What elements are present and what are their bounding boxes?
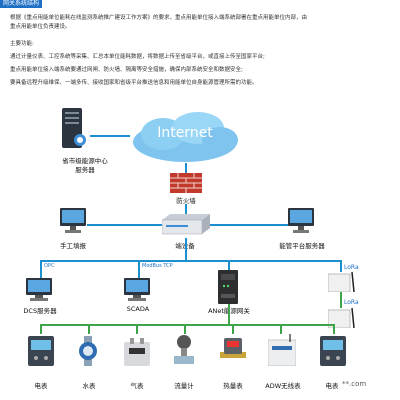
distribution-bus [40, 260, 340, 262]
meter-label-electric-2: 电表 [325, 382, 339, 390]
anet-meter-link [228, 304, 230, 324]
firewall-endpoint-link [185, 204, 187, 214]
anet-gateway-icon [218, 270, 238, 304]
server-label-1: 省市级能源中心 [62, 157, 108, 165]
internet-label: Internet [157, 125, 213, 141]
drop-4 [184, 324, 186, 334]
intro-line-1: 根据《重点用能单位能耗在线监测系统推广建设工作方案》的要求，重点用能单位接入端系… [10, 15, 308, 21]
drop-5 [232, 324, 234, 334]
dcs-label: DCS服务器 [23, 307, 57, 315]
manual-entry-pc-icon [60, 208, 86, 234]
function-line-2: 重点用能单位接入端系统要通过网闸、防火墙、隔离等安全措施，确保内部系统安全和数据… [10, 67, 243, 73]
bus-lora-link [340, 260, 342, 272]
endpoint-bus-link [185, 238, 187, 260]
water-meter-icon [78, 336, 98, 366]
meter-label-gas: 气表 [130, 382, 144, 390]
drop-2 [88, 324, 90, 334]
modbus-label: ModBus TCP [142, 263, 173, 269]
function-line-1: 通过计量仪表、工控系统等采集、汇总本单位能耗数据，将数据上传至省级平台，或直接上… [10, 54, 265, 60]
bus-dcs-link [40, 260, 42, 280]
scada-label: SCADA [126, 305, 150, 313]
platform-server-pc-icon [288, 208, 318, 234]
server-cloud-link [90, 135, 130, 137]
flow-meter-icon [174, 334, 194, 366]
firewall-label: 防火墙 [176, 197, 196, 205]
server-label-2: 服务器 [75, 166, 95, 174]
functions-heading: 主要功能: [10, 41, 34, 47]
endpoint-platform-link [210, 224, 290, 226]
drop-7 [333, 324, 335, 334]
watermark: **.com [342, 380, 367, 388]
lora-link [340, 292, 342, 308]
lora-label-1: LoRa [344, 264, 359, 271]
section-title: 网关系统结构 [0, 0, 42, 8]
lora-module-icon-2 [327, 307, 358, 329]
lora-module-icon-1 [327, 271, 358, 293]
function-line-3: 要具备远程升级维保、一端多传、接收国家和省级平台推送信息和用能单位自身能源管理所… [10, 80, 258, 86]
drop-1 [40, 324, 42, 334]
meter-label-heat: 热量表 [223, 382, 243, 390]
heat-meter-icon [220, 338, 246, 366]
lora-label-2: LoRa [344, 299, 359, 306]
drop-6 [280, 324, 282, 334]
cloud-firewall-link [185, 163, 187, 175]
internet-cloud-icon [128, 110, 243, 165]
meter-bus [40, 324, 335, 326]
gas-meter-icon [124, 338, 150, 366]
firewall-icon [170, 173, 202, 193]
manual-endpoint-link [87, 224, 165, 226]
electric-meter-icon [28, 336, 54, 366]
bus-scada-link [138, 260, 140, 280]
electric-meter-2-icon [320, 336, 346, 366]
manual-label: 手工填报 [60, 242, 86, 250]
meter-label-electric: 电表 [34, 382, 48, 390]
intro-line-2: 重点用能单位负责建设。 [10, 24, 71, 30]
dcs-server-icon [26, 278, 54, 302]
meter-label-water: 水表 [82, 382, 96, 390]
meter-label-adw: ADW无线表 [265, 382, 301, 390]
meter-label-flow: 流量计 [174, 382, 194, 390]
drop-3 [136, 324, 138, 334]
opc-label: OPC [44, 263, 55, 269]
adw-wireless-meter-icon [267, 334, 297, 367]
energy-center-server-icon [60, 108, 90, 150]
bus-anet-link [228, 260, 230, 272]
platform-label: 能管平台服务器 [279, 242, 325, 250]
endpoint-device-icon [161, 214, 210, 236]
scada-pc-icon [124, 278, 152, 302]
